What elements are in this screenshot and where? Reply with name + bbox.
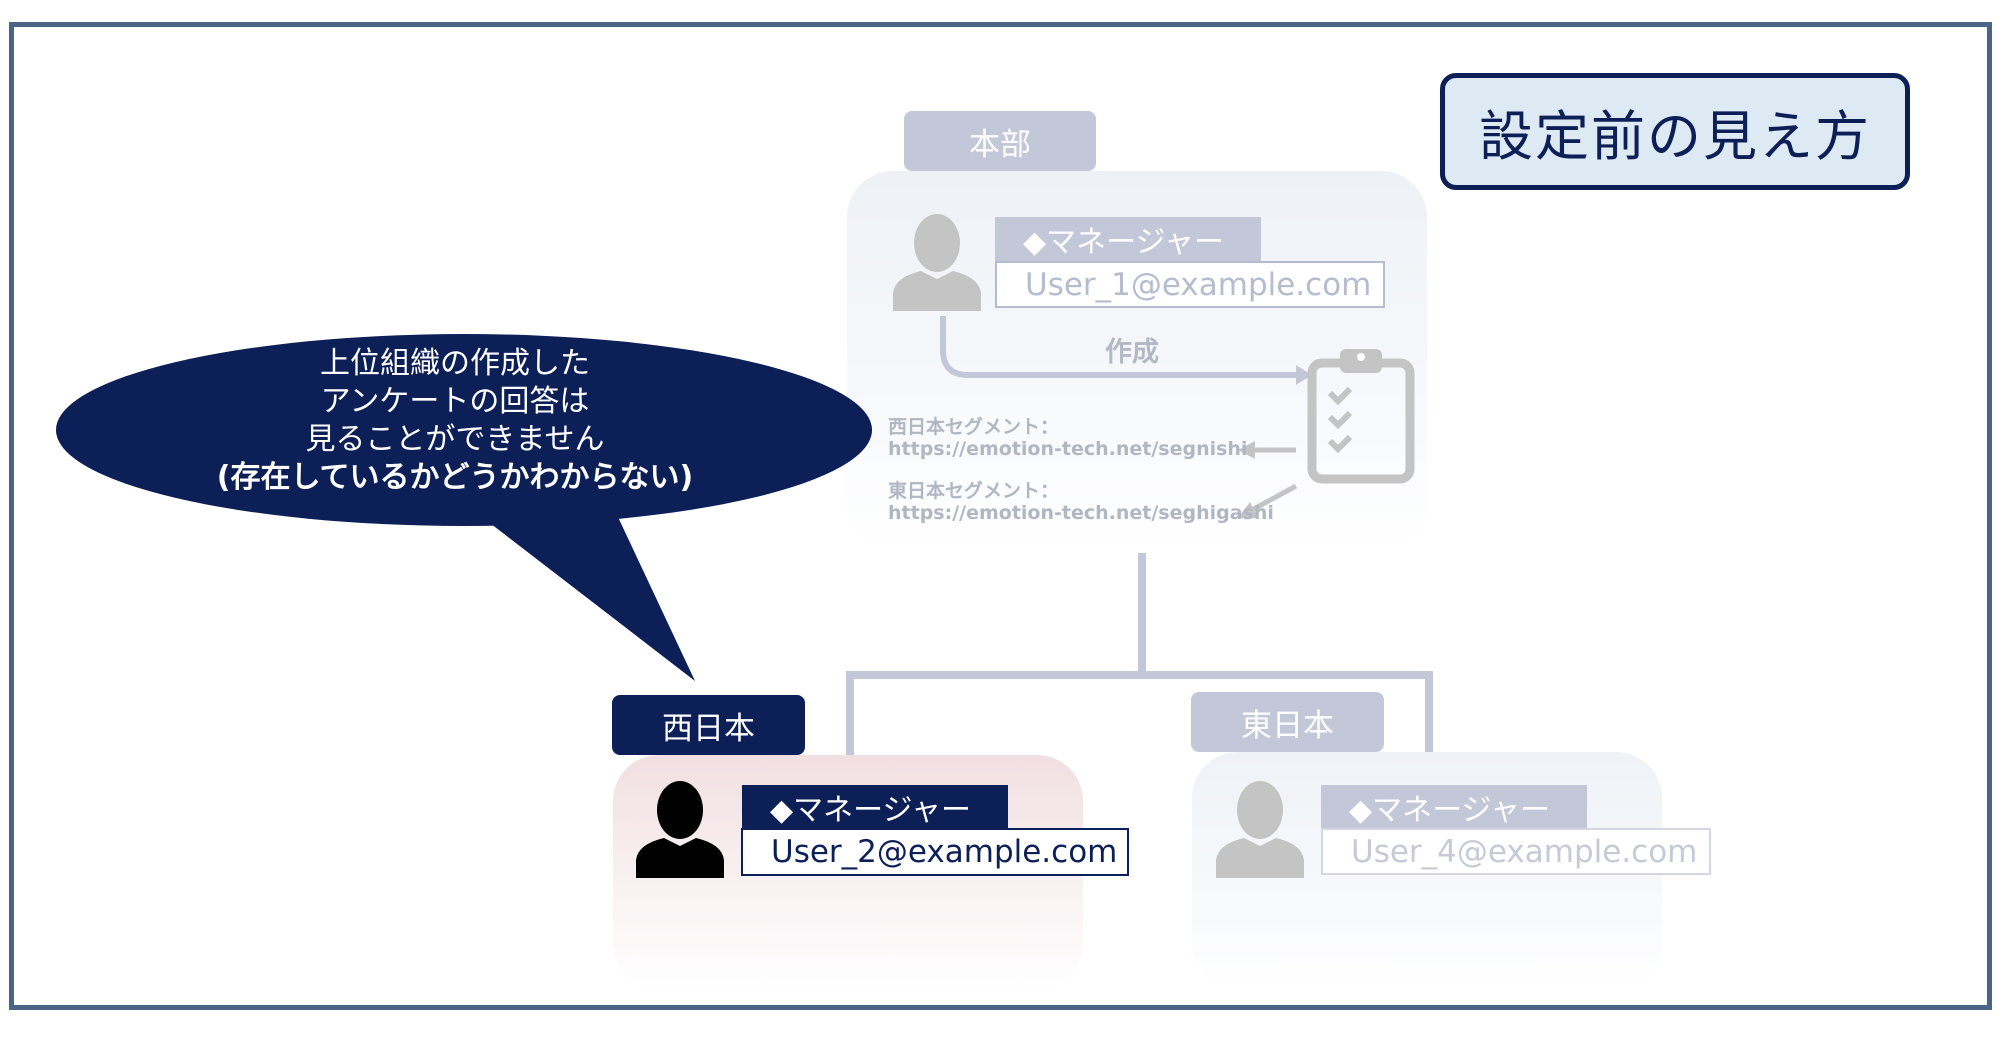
honbu-role-label: ◆マネージャー — [995, 217, 1261, 261]
bubble-line-2: アンケートの回答は — [320, 384, 590, 419]
person-icon — [636, 780, 724, 878]
create-arrow-head — [1296, 365, 1312, 385]
segment-nishi: 西日本セグメント： https://emotion-tech.net/segni… — [888, 416, 1247, 460]
segment-nishi-url: https://emotion-tech.net/segnishi — [888, 438, 1248, 460]
person-icon — [1216, 780, 1304, 878]
west-japan-role-label: ◆マネージャー — [742, 785, 1008, 829]
seghigashi-arrow-head — [1238, 502, 1258, 518]
org-tree-connector — [846, 553, 1433, 755]
segment-nishi-label: 西日本セグメント： — [888, 416, 1060, 438]
seghigashi-arrow — [1250, 483, 1298, 513]
bubble-line-1: 上位組織の作成した — [320, 346, 590, 381]
tab-west-japan: 西日本 — [612, 695, 805, 755]
segment-higashi-url: https://emotion-tech.net/seghigashi — [888, 502, 1274, 524]
tab-east-japan: 東日本 — [1191, 692, 1384, 752]
east-japan-role-label: ◆マネージャー — [1321, 785, 1587, 829]
east-japan-email: User_4@example.com — [1321, 828, 1711, 875]
tab-honbu: 本部 — [904, 111, 1096, 171]
west-japan-email: User_2@example.com — [741, 828, 1129, 876]
page-title: 設定前の見え方 — [1440, 73, 1910, 190]
create-label: 作成 — [1105, 337, 1159, 368]
clipboard-checklist-icon — [1306, 345, 1416, 489]
create-arrow — [940, 316, 1300, 378]
segment-higashi-label: 東日本セグメント： — [888, 480, 1060, 502]
segment-higashi: 東日本セグメント： https://emotion-tech.net/seghi… — [888, 480, 1274, 524]
bubble-line-3: 見ることができません — [305, 422, 605, 457]
segnishi-arrow-head — [1238, 441, 1255, 459]
honbu-email: User_1@example.com — [995, 261, 1385, 308]
bubble-line-4: (存在しているかどうかわからない) — [216, 460, 694, 495]
person-icon — [893, 213, 981, 311]
speech-bubble-text: 上位組織の作成した アンケートの回答は 見ることができません (存在しているかど… — [155, 345, 755, 497]
